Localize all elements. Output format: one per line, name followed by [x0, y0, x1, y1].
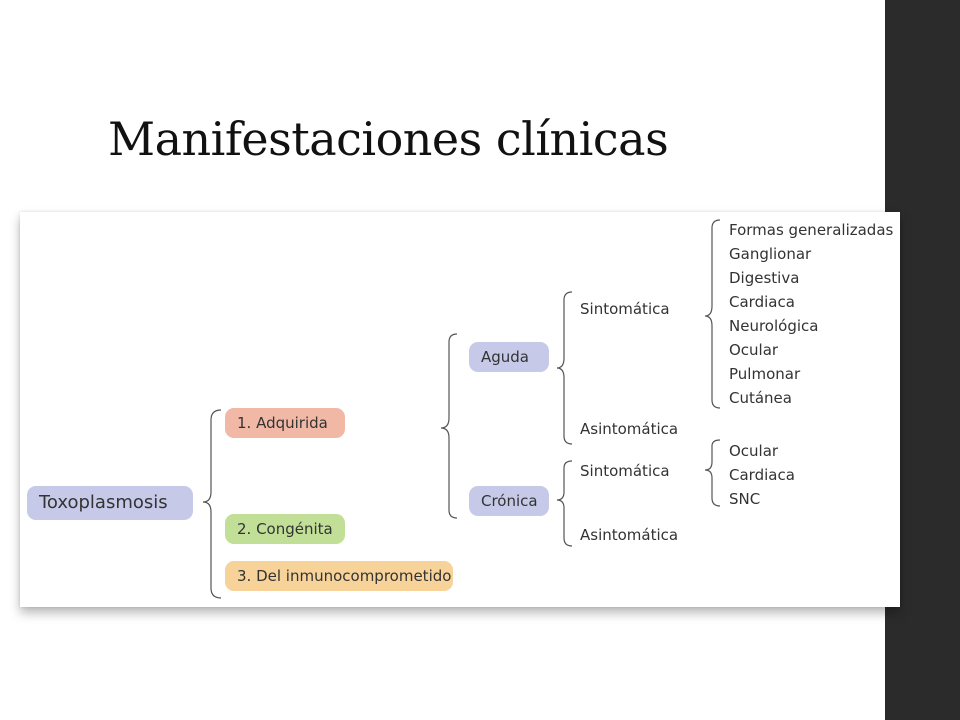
aguda-forms-brace — [704, 219, 721, 409]
cronica-forms-brace — [704, 439, 721, 507]
category-inmunocomprometido: 3. Del inmunocomprometido — [225, 561, 453, 591]
cronica-brace — [556, 460, 573, 547]
aguda-form-item: Cardiaca — [729, 293, 795, 311]
adquirida-brace — [440, 333, 458, 519]
aguda-form-item: Neurológica — [729, 317, 819, 335]
cronica-form-item: Cardiaca — [729, 466, 795, 484]
aguda-form-item: Cutánea — [729, 389, 792, 407]
root-brace — [202, 409, 222, 599]
cronica-sintomatica-label: Sintomática — [580, 462, 670, 480]
diagram-panel: Toxoplasmosis 1. Adquirida 2. Congénita … — [20, 212, 900, 607]
aguda-sintomatica-label: Sintomática — [580, 300, 670, 318]
diagram-brackets — [202, 219, 721, 599]
phase-cronica: Crónica — [469, 486, 549, 516]
aguda-form-item: Formas generalizadas — [729, 221, 894, 239]
root-node-toxoplasmosis: Toxoplasmosis — [27, 486, 193, 520]
cronica-form-item: Ocular — [729, 442, 779, 460]
cronica-asintomatica-label: Asintomática — [580, 526, 679, 544]
slide-title: Manifestaciones clínicas — [108, 112, 669, 166]
cronica-form-item: SNC — [729, 490, 761, 508]
aguda-brace — [556, 291, 573, 445]
category-adquirida: 1. Adquirida — [225, 408, 345, 438]
aguda-form-item: Ocular — [729, 341, 779, 359]
aguda-form-item: Pulmonar — [729, 365, 801, 383]
category-congenita: 2. Congénita — [225, 514, 345, 544]
aguda-asintomatica-label: Asintomática — [580, 420, 679, 438]
phase-aguda: Aguda — [469, 342, 549, 372]
aguda-form-item: Digestiva — [729, 269, 800, 287]
aguda-form-item: Ganglionar — [729, 245, 812, 263]
